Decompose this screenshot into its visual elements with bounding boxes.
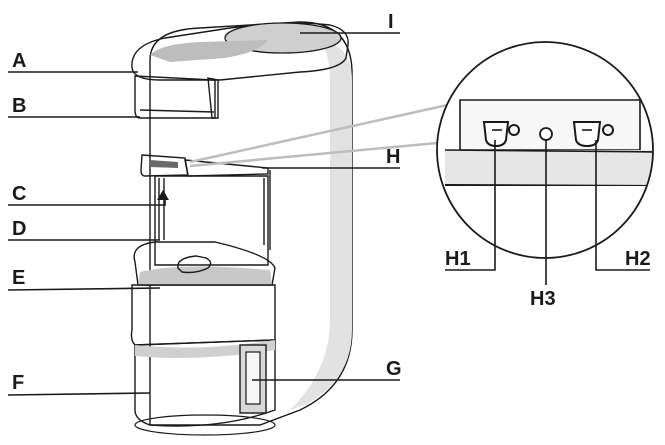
- leader-c: [8, 194, 166, 206]
- label-e: E: [12, 267, 25, 289]
- label-g: G: [386, 358, 402, 380]
- label-d: D: [12, 218, 26, 240]
- capsule-compartment: [134, 75, 219, 119]
- zoom-connector: [189, 102, 453, 168]
- power-switch: [239, 344, 267, 414]
- espresso-cup-icon: [482, 121, 520, 148]
- cup-area: [154, 170, 271, 266]
- label-h1: H1: [445, 248, 471, 270]
- drip-grate-icon: [177, 255, 212, 274]
- led-indicator-icon: [539, 127, 553, 141]
- leader-h2: [595, 140, 650, 271]
- label-h2: H2: [625, 248, 651, 270]
- labels: A B C D E F G H I H1 H3 H2: [12, 11, 651, 394]
- label-f: F: [12, 372, 24, 394]
- label-h: H: [386, 146, 400, 168]
- leader-lines: [7, 32, 650, 396]
- drip-tray: [133, 241, 276, 286]
- leader-h1: [445, 140, 496, 271]
- leader-f: [7, 392, 151, 396]
- espresso-cup-icon: [572, 121, 614, 148]
- lid-top-cover: [131, 22, 349, 81]
- label-h3: H3: [530, 288, 556, 310]
- label-a: A: [12, 50, 26, 72]
- zoom-detail: [436, 41, 654, 259]
- label-c: C: [12, 183, 26, 205]
- label-i: I: [388, 11, 394, 33]
- outlet-arrow-icon: [157, 190, 169, 200]
- label-b: B: [12, 95, 26, 117]
- leader-e: [7, 287, 161, 291]
